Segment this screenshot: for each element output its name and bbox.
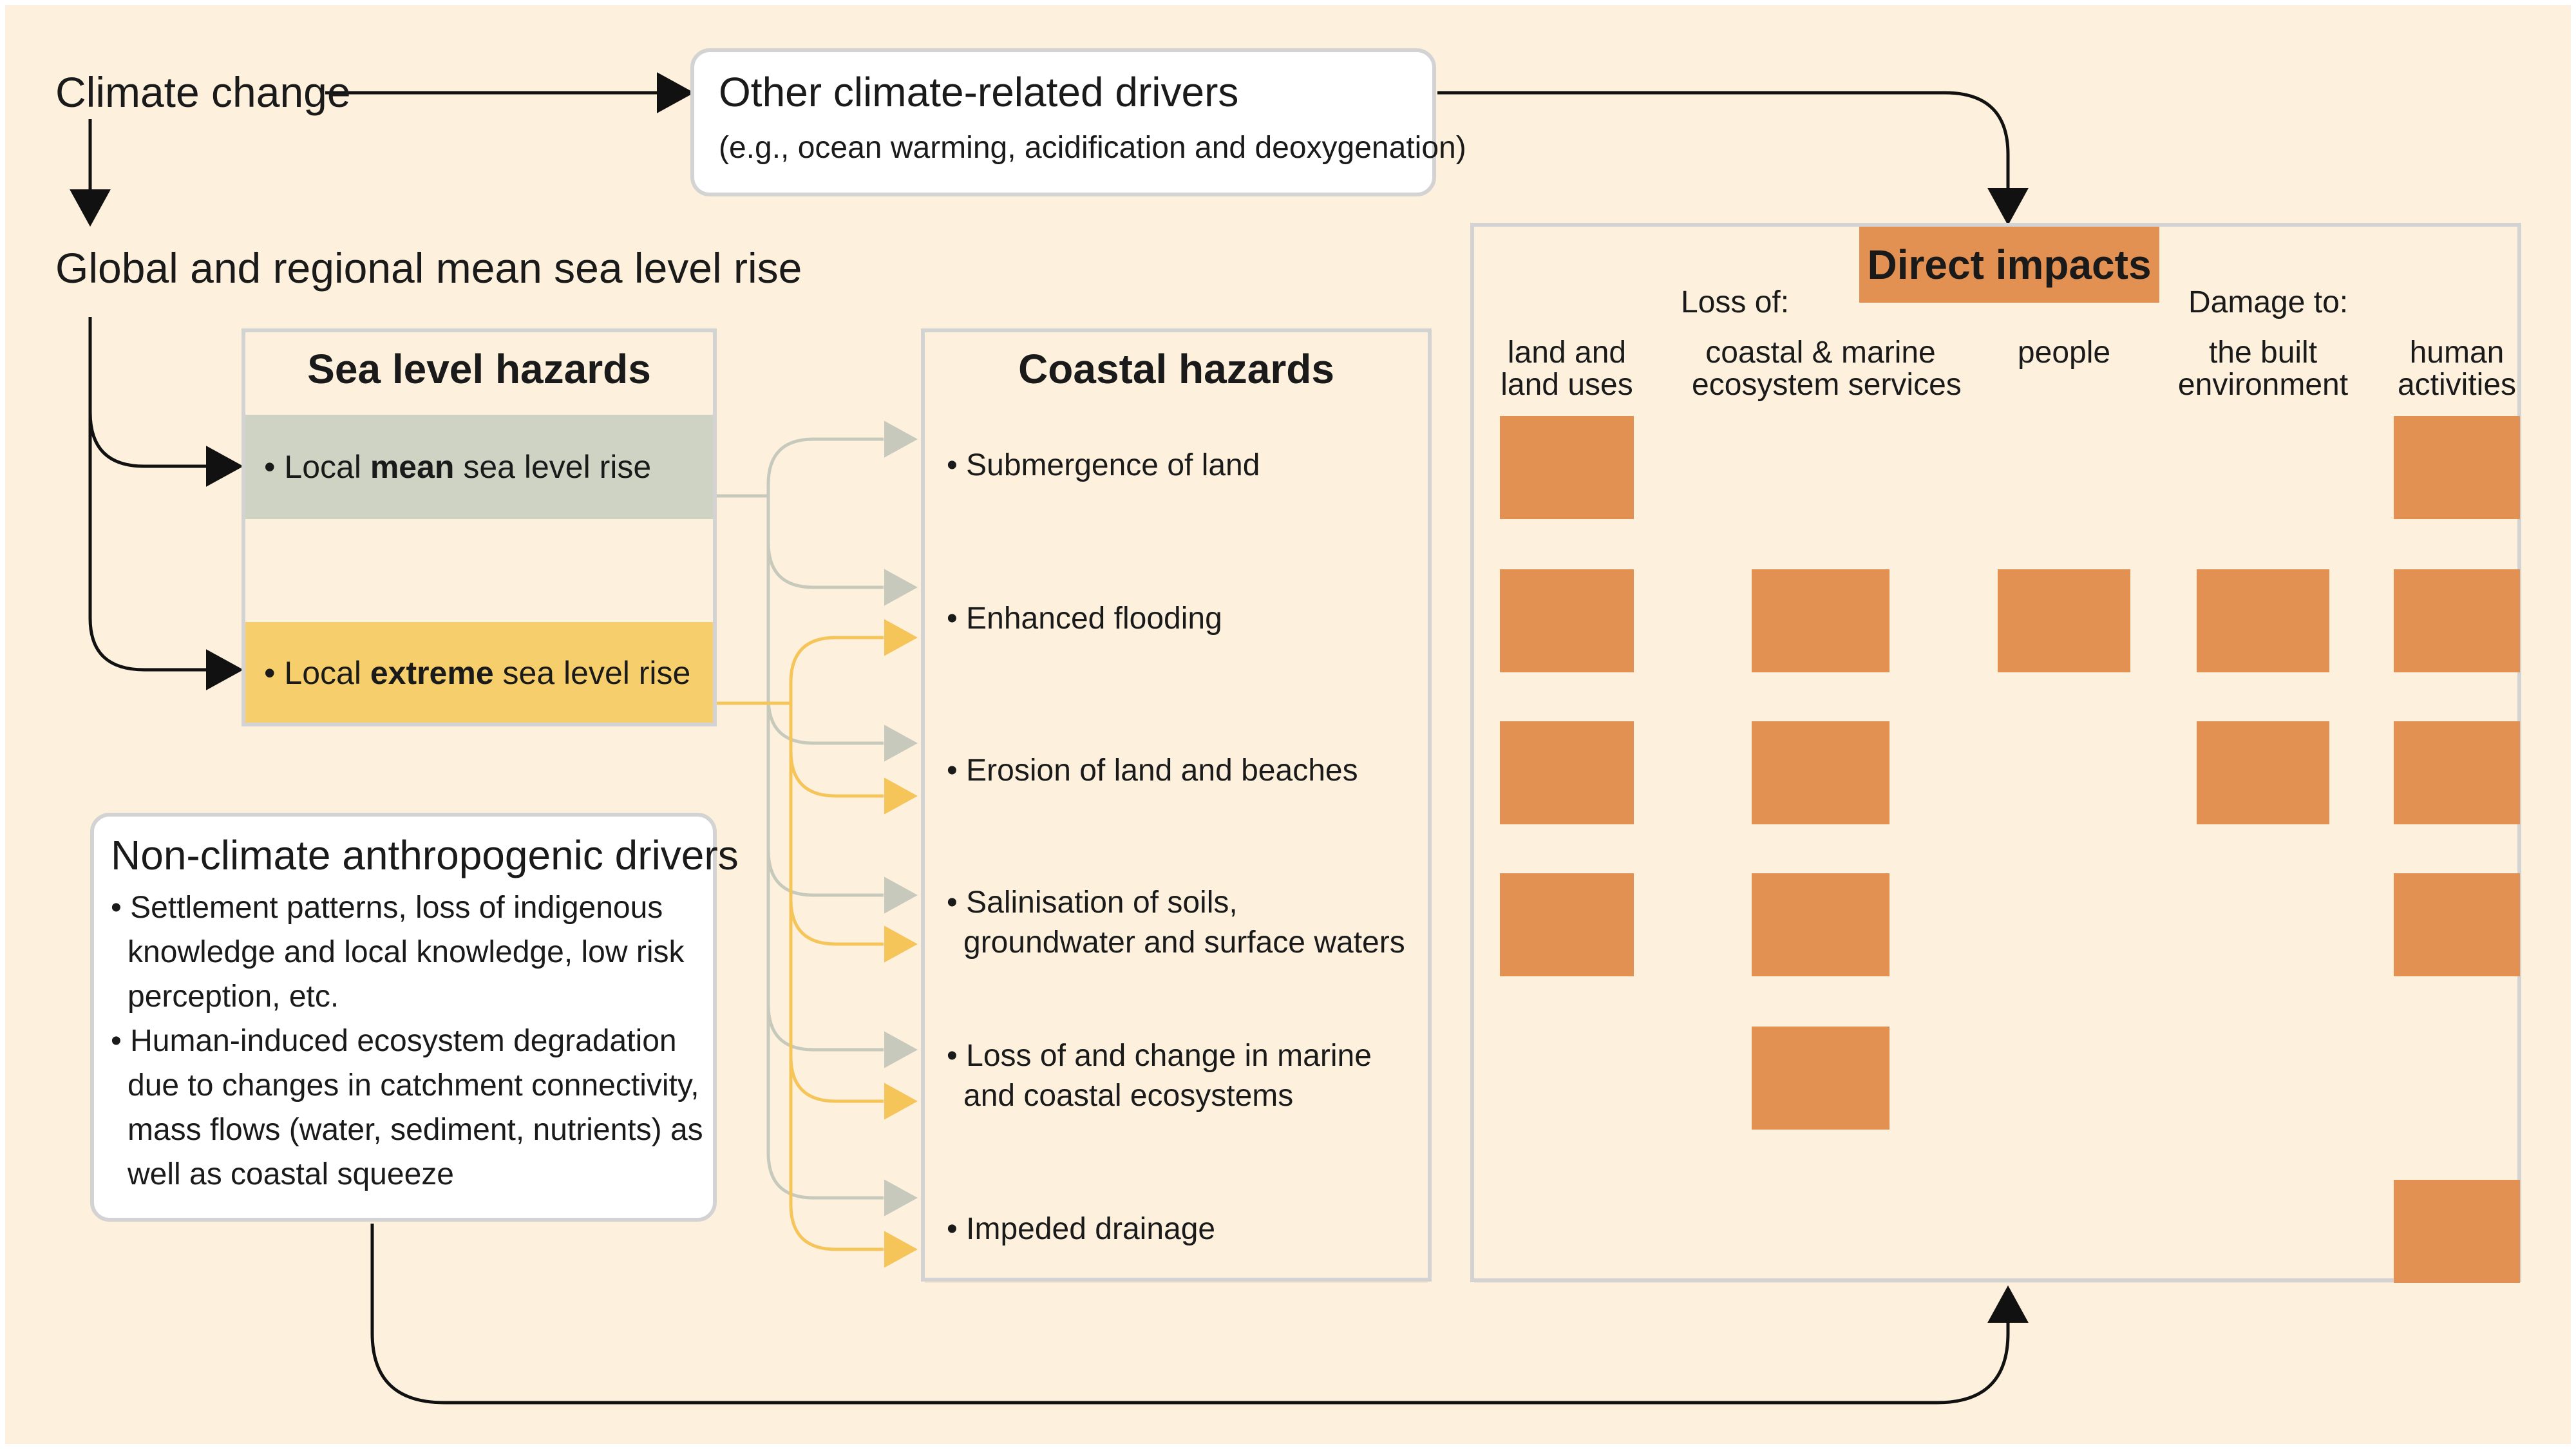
impact-cell-r2-c5	[2394, 569, 2520, 672]
local-mean-slr-label: • Local mean sea level rise	[264, 448, 651, 486]
direct-impacts-panel	[1470, 223, 2521, 1282]
slh-suffix: sea level rise	[493, 655, 691, 691]
local-mean-slr-row	[245, 415, 713, 519]
coastal-hazard-label: • Enhanced flooding	[947, 601, 1222, 636]
impact-column-header: people	[2017, 336, 2111, 370]
non-climate-bullet-line: knowledge and local knowledge, low risk	[128, 935, 685, 969]
impact-cell-r3-c2	[1752, 721, 1889, 824]
coastal-hazard-label: • Salinisation of soils,	[947, 886, 1238, 920]
gray-arrowhead-row-2	[884, 569, 918, 606]
gmsl-label: Global and regional mean sea level rise	[55, 244, 802, 292]
non-climate-bullet-line: perception, etc.	[128, 980, 339, 1014]
arrowhead-local-extreme	[206, 649, 243, 690]
slh-suffix: sea level rise	[454, 449, 652, 485]
gray-arrowhead-row-6	[884, 1179, 918, 1217]
yellow-arrowhead-row-4	[884, 925, 918, 963]
arrowhead-other-drivers	[657, 72, 694, 113]
coastal-hazard-label: • Impeded drainage	[947, 1212, 1216, 1246]
gray-arrow-to-row-4	[766, 849, 884, 897]
gray-arrow-to-row-3	[766, 697, 884, 745]
yellow-arrowhead-row-6	[884, 1231, 918, 1268]
coastal-hazard-label-cont: groundwater and surface waters	[963, 925, 1405, 960]
impact-cell-r3-c4	[2197, 721, 2329, 824]
local-extreme-slr-label: • Local extreme sea level rise	[264, 654, 690, 692]
coastal-hazards-title: Coastal hazards	[1018, 346, 1334, 392]
non-climate-bullet-line: due to changes in catchment connectivity…	[128, 1068, 699, 1103]
impact-cell-r2-c2	[1752, 569, 1889, 672]
impact-cell-r2-c4	[2197, 569, 2329, 672]
impact-column-header: coastal & marine	[1705, 336, 1936, 370]
non-climate-drivers-title: Non-climate anthropogenic drivers	[111, 832, 739, 878]
gray-arrow-to-row-6	[766, 1152, 884, 1200]
gray-arrow-to-row-1	[766, 437, 884, 496]
yellow-arrowhead-row-5	[884, 1083, 918, 1120]
other-drivers-title: Other climate-related drivers	[719, 69, 1239, 115]
impact-cell-r4-c5	[2394, 873, 2520, 976]
gray-arrowhead-row-4	[884, 876, 918, 914]
slh-emphasis: mean	[370, 449, 455, 485]
impact-cell-r4-c1	[1500, 873, 1634, 976]
gray-arrowhead-row-1	[884, 421, 918, 458]
coastal-hazard-label: • Submergence of land	[947, 448, 1260, 482]
non-climate-drivers-box	[90, 813, 717, 1222]
loss-of-label: Loss of:	[1681, 285, 1790, 319]
arrowhead-impacts-bottom	[1987, 1285, 2029, 1323]
impact-cell-r1-c1	[1500, 416, 1634, 519]
yellow-arrow-to-row-2	[789, 636, 884, 683]
other-drivers-subtitle: (e.g., ocean warming, acidification and …	[719, 131, 1466, 165]
sea-level-hazards-title: Sea level hazards	[307, 346, 651, 392]
impact-column-header: human	[2409, 336, 2505, 370]
impact-column-header: land and	[1507, 336, 1627, 370]
gray-arrowhead-row-5	[884, 1031, 918, 1068]
direct-impacts-title: Direct impacts	[1867, 242, 2152, 288]
yellow-arrow-to-row-5	[789, 1056, 884, 1103]
impact-cell-r2-c3	[1998, 569, 2130, 672]
impact-cell-r5-c2	[1752, 1027, 1889, 1130]
yellow-arrow-to-row-6	[789, 1204, 884, 1251]
impact-column-header: the built	[2208, 336, 2318, 370]
arrow-non-climate-to-impacts	[370, 1224, 2010, 1405]
impact-column-header: land uses	[1501, 368, 1633, 402]
direct-impacts-header	[1859, 227, 2159, 303]
coastal-hazard-label: • Erosion of land and beaches	[947, 753, 1358, 788]
coastal-hazard-label-cont: and coastal ecosystems	[963, 1079, 1294, 1113]
slh-prefix: • Local	[264, 449, 370, 485]
gray-arrow-to-row-2	[766, 542, 884, 589]
yellow-arrowhead-row-3	[884, 777, 918, 815]
climate-change-label: Climate change	[55, 68, 351, 116]
coastal-hazards-panel	[921, 328, 1432, 1282]
local-extreme-slr-row	[245, 622, 713, 723]
impact-cell-r6-c5	[2394, 1180, 2520, 1283]
impact-column-header: environment	[2177, 368, 2349, 402]
non-climate-bullet-line: • Settlement patterns, loss of indigenou…	[111, 891, 663, 925]
yellow-arrow-to-row-4	[789, 898, 884, 946]
yellow-arrow-to-row-3	[789, 750, 884, 798]
slh-prefix: • Local	[264, 655, 370, 691]
yellow-arrowhead-row-2	[884, 619, 918, 656]
impact-cell-r3-c5	[2394, 721, 2520, 824]
gray-arrowhead-row-3	[884, 724, 918, 762]
non-climate-bullet-line: • Human-induced ecosystem degradation	[111, 1024, 677, 1058]
impact-cell-r1-c5	[2394, 416, 2520, 519]
gray-arrow-to-row-5	[766, 1004, 884, 1052]
damage-to-label: Damage to:	[2188, 285, 2349, 319]
impact-cell-r2-c1	[1500, 569, 1634, 672]
impact-column-header: activities	[2397, 368, 2517, 402]
non-climate-bullet-line: well as coastal squeeze	[128, 1157, 454, 1191]
other-drivers-box	[690, 48, 1436, 196]
arrowhead-local-mean	[206, 446, 243, 487]
arrow-other-drivers-to-impacts	[1437, 91, 2010, 193]
impact-cell-r4-c2	[1752, 873, 1889, 976]
arrowhead-impacts-top	[1987, 188, 2029, 225]
coastal-hazard-label: • Loss of and change in marine	[947, 1039, 1372, 1073]
arrow-gmsl-to-local-extreme	[88, 412, 213, 672]
slh-emphasis: extreme	[370, 655, 494, 691]
impact-cell-r3-c1	[1500, 721, 1634, 824]
impact-column-header: ecosystem services	[1692, 368, 1962, 402]
arrowhead-gmsl	[70, 189, 111, 227]
non-climate-bullet-line: mass flows (water, sediment, nutrients) …	[128, 1113, 703, 1147]
